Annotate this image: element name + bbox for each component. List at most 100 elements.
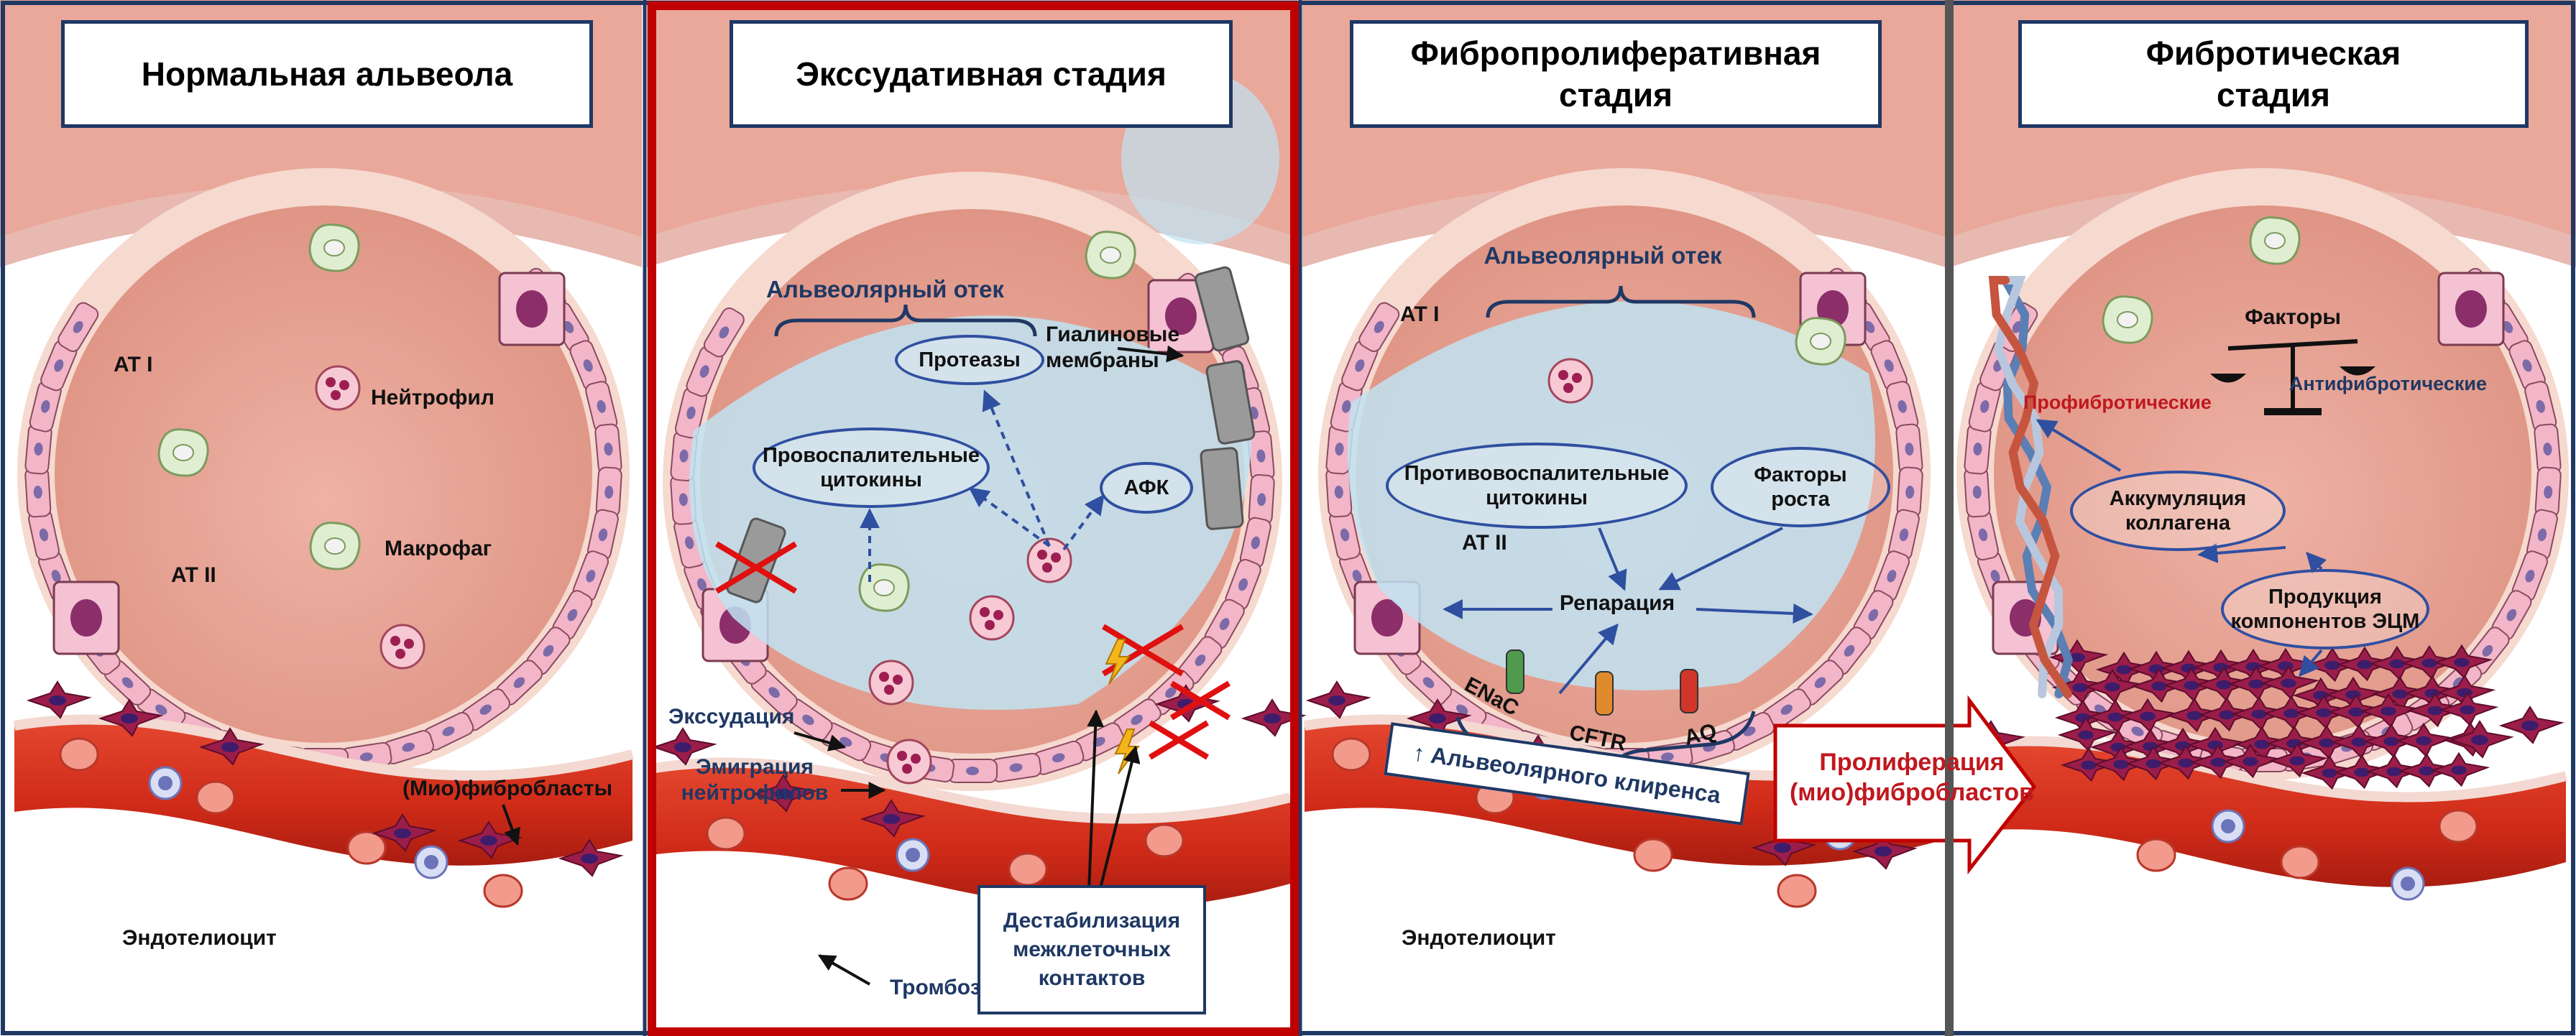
- red-blood-cell: [348, 832, 385, 864]
- fibroblast-nucleus: [2316, 708, 2332, 718]
- oval-ecm-production: Продукция компонентов ЭЦМ: [2221, 569, 2429, 649]
- neutrophil-lobe: [884, 685, 894, 695]
- ion-channel: [1680, 670, 1698, 713]
- fibroblast-nucleus: [2454, 658, 2470, 667]
- fibroblast-nucleus: [2107, 713, 2123, 722]
- at2-nucleus: [516, 290, 548, 328]
- neutrophil-lobe: [404, 639, 414, 649]
- panel-title-fibrotic: Фибротическая стадия: [2018, 20, 2529, 128]
- neutrophil-lobe: [1563, 383, 1573, 393]
- red-blood-cell: [1009, 854, 1046, 885]
- fibroblast-nucleus: [883, 814, 900, 824]
- fibroblast-nucleus: [394, 828, 411, 838]
- label-endotheliocyte-normal: Эндотелиоцит: [122, 925, 309, 951]
- fibroblast-nucleus: [2351, 738, 2367, 747]
- label-at2-normal: AT II: [171, 563, 257, 588]
- label-endotheliocyte-fibroproliferative: Эндотелиоцит: [1402, 925, 1588, 951]
- cell-nucleus: [966, 767, 979, 775]
- macrophage-nucleus: [2265, 233, 2285, 249]
- fibroblast-nucleus: [2081, 761, 2097, 770]
- macrophage-nucleus: [874, 580, 894, 596]
- neutrophil: [870, 661, 913, 704]
- red-blood-cell: [1333, 739, 1370, 770]
- fibroblast-nucleus: [581, 854, 598, 864]
- neutrophil-lobe: [902, 764, 912, 774]
- fibroblast-nucleus: [2281, 679, 2296, 688]
- neutrophil: [316, 366, 359, 410]
- ion-channel: [1506, 650, 1524, 693]
- neutrophil-lobe: [331, 390, 341, 400]
- neutrophil-lobe: [1572, 373, 1582, 383]
- macrophage-nucleus: [1811, 333, 1831, 349]
- fibroblast-nucleus: [121, 713, 138, 723]
- fibroblast-nucleus: [2078, 731, 2094, 740]
- fibroblast-nucleus: [2471, 735, 2488, 745]
- red-blood-cell: [829, 868, 867, 899]
- neutrophil-lobe: [879, 672, 889, 682]
- fibroblast-nucleus: [2248, 680, 2264, 689]
- box-junction-destabilization: Дестабилизация межклеточных контактов: [978, 885, 1206, 1014]
- fibroblast-nucleus: [2348, 708, 2364, 717]
- neutrophil-lobe: [993, 610, 1003, 620]
- oval-ros: АФК: [1100, 462, 1193, 514]
- fibroblast-nucleus: [1429, 713, 1446, 723]
- fibroblast-nucleus: [2242, 757, 2258, 767]
- fibroblast-nucleus: [2289, 757, 2305, 766]
- fibroblast-nucleus: [2357, 660, 2373, 670]
- red-blood-cell: [2138, 839, 2175, 871]
- fibroblast-nucleus: [2145, 759, 2161, 769]
- red-blood-cell: [707, 818, 745, 849]
- red-blood-cell: [2439, 810, 2477, 842]
- neutrophil: [1549, 359, 1592, 402]
- label-fibroblasts-normal: (Мио)фибробласты: [402, 776, 640, 802]
- oval-proteases: Протеазы: [895, 335, 1044, 385]
- oval-anti-inflammatory-cytokines: Противовоспалительные цитокины: [1386, 443, 1688, 529]
- label-neutrophil-emigration: Эмиграция нейтрофилов: [668, 754, 841, 806]
- neutrophil-lobe: [893, 675, 903, 685]
- white-blood-cell-nucleus: [424, 855, 438, 869]
- neutrophil-lobe: [1037, 550, 1047, 560]
- neutrophil: [381, 625, 424, 668]
- oval-proinflammatory-cytokines: Провоспалительные цитокины: [753, 427, 990, 508]
- panel-title-normal: Нормальная альвеола: [61, 20, 593, 128]
- fibroblast-nucleus: [2283, 709, 2299, 718]
- white-blood-cell-nucleus: [906, 848, 920, 862]
- neutrophil-lobe: [1042, 563, 1052, 573]
- white-blood-cell-nucleus: [2221, 819, 2235, 833]
- fibroblast-nucleus: [2389, 660, 2405, 669]
- fibroblast-nucleus: [1874, 846, 1892, 856]
- fibroblast-nucleus: [49, 695, 66, 706]
- fibroblast-nucleus: [2113, 760, 2129, 769]
- neutrophil-lobe: [395, 649, 405, 659]
- fibroblast-nucleus: [2219, 711, 2235, 720]
- fibroblast-nucleus: [221, 742, 239, 752]
- neutrophil-lobe: [980, 607, 990, 617]
- fibroblast-nucleus: [2416, 736, 2432, 746]
- neutrophil: [888, 740, 931, 783]
- label-at1-normal: AT I: [114, 352, 200, 378]
- red-blood-cell: [484, 875, 522, 907]
- label-alveolar-edema-fibroproliferative: Альвеолярный отек: [1466, 243, 1739, 269]
- red-blood-cell: [1778, 875, 1816, 907]
- fibroblast-nucleus: [2392, 690, 2408, 699]
- oval-growth-factors: Факторы роста: [1711, 447, 1890, 527]
- label-repair: Репарация: [1538, 591, 1696, 616]
- fibroblast-nucleus: [2383, 737, 2399, 746]
- fibroblast-nucleus: [2322, 769, 2337, 778]
- fibroblast-nucleus: [2427, 706, 2443, 716]
- white-blood-cell-nucleus: [158, 776, 172, 790]
- neutrophil-lobe: [390, 636, 400, 646]
- fibroblast-nucleus: [2386, 767, 2402, 777]
- fibroblast-nucleus: [2251, 710, 2267, 719]
- red-blood-cell: [1146, 825, 1183, 856]
- label-fibroblast-proliferation: Пролиферация (мио)фибробластов: [1775, 747, 2048, 808]
- macrophage-nucleus: [325, 538, 345, 554]
- label-neutrophil: Нейтрофил: [371, 385, 543, 411]
- macrophage-nucleus: [1100, 247, 1121, 263]
- fibroblast-nucleus: [2104, 683, 2120, 692]
- red-blood-cell: [2281, 846, 2319, 878]
- fibroblast-nucleus: [2521, 721, 2539, 731]
- neutrophil-lobe: [1558, 370, 1568, 380]
- at2-nucleus: [2455, 290, 2487, 328]
